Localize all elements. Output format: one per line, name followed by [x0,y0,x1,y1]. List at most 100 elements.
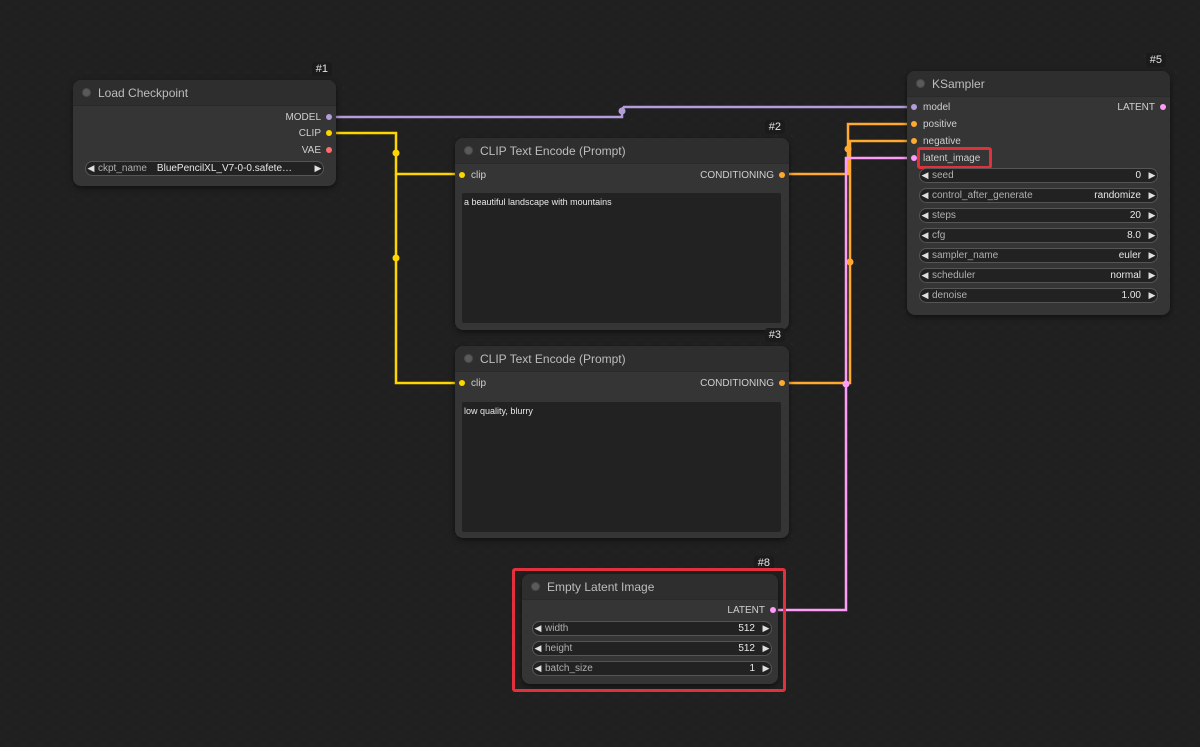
left-arrow-icon[interactable]: ◀ [921,250,929,260]
widget-label: scheduler [932,270,976,281]
node-title: Empty Latent Image [547,579,655,594]
circle-icon[interactable] [465,355,472,362]
output-latent[interactable]: LATENT [1117,100,1166,114]
left-arrow-icon[interactable]: ◀ [921,170,929,180]
left-arrow-icon[interactable]: ◀ [87,163,95,173]
node-ksampler[interactable]: #5 KSampler model LATENT positive negati… [907,53,1170,315]
right-arrow-icon[interactable]: ▶ [762,643,770,653]
circle-icon[interactable] [465,147,472,154]
widget-width[interactable]: ◀ width 512 ▶ [532,621,772,636]
widget-denoise[interactable]: ◀ denoise 1.00 ▶ [919,288,1158,303]
right-arrow-icon[interactable]: ▶ [1148,230,1156,240]
right-arrow-icon[interactable]: ▶ [1148,190,1156,200]
node-empty-latent-image[interactable]: #8 Empty Latent Image LATENT ◀ width 512… [522,556,778,684]
input-dot[interactable] [911,121,917,127]
widget-steps[interactable]: ◀ steps 20 ▶ [919,208,1158,223]
node-header[interactable]: Load Checkpoint [73,80,336,106]
node-load-checkpoint[interactable]: #1 Load Checkpoint MODEL CLIP VAE ◀ ckpt… [73,62,336,186]
output-conditioning[interactable]: CONDITIONING [700,168,785,182]
right-arrow-icon[interactable]: ▶ [762,663,770,673]
right-arrow-icon[interactable]: ▶ [1148,250,1156,260]
widget-control-after-generate[interactable]: ◀ control_after_generate randomize ▶ [919,188,1158,203]
node-title: Load Checkpoint [98,85,189,100]
node-header[interactable]: CLIP Text Encode (Prompt) [455,346,789,372]
input-model[interactable]: model [911,100,950,114]
circle-icon[interactable] [532,583,539,590]
left-arrow-icon[interactable]: ◀ [921,210,929,220]
input-dot[interactable] [459,172,465,178]
widget-value: 1.00 [1121,290,1141,301]
prompt-textarea[interactable]: a beautiful landscape with mountains [462,193,781,323]
output-label: VAE [301,144,321,156]
widget-value: 8.0 [1127,230,1141,241]
widget-label: denoise [932,290,968,301]
left-arrow-icon[interactable]: ◀ [534,623,542,633]
right-arrow-icon[interactable]: ▶ [1148,290,1156,300]
output-dot[interactable] [326,114,332,120]
right-arrow-icon[interactable]: ▶ [1148,210,1156,220]
output-clip[interactable]: CLIP [299,126,332,140]
circle-icon[interactable] [917,80,924,87]
node-title: CLIP Text Encode (Prompt) [480,351,626,366]
output-dot[interactable] [1160,104,1166,110]
widget-sampler-name[interactable]: ◀ sampler_name euler ▶ [919,248,1158,263]
input-negative[interactable]: negative [911,134,961,148]
output-latent[interactable]: LATENT [727,603,776,617]
node-id-badge: #2 [764,120,785,134]
input-clip[interactable]: clip [459,376,486,390]
ckpt-name-combo[interactable]: ◀ ckpt_name BluePencilXL_V7-0-0.safete… … [85,161,324,176]
latent-image-highlight [917,147,992,169]
output-dot[interactable] [779,172,785,178]
input-label: model [923,101,951,113]
widget-seed[interactable]: ◀ seed 0 ▶ [919,168,1158,183]
right-arrow-icon[interactable]: ▶ [314,163,322,173]
input-dot[interactable] [911,155,917,161]
output-label: CLIP [298,127,321,139]
node-clip-text-encode-positive[interactable]: #2 CLIP Text Encode (Prompt) clip CONDIT… [455,120,789,330]
widget-label: cfg [932,230,946,241]
node-clip-text-encode-negative[interactable]: #3 CLIP Text Encode (Prompt) clip CONDIT… [455,328,789,538]
input-dot[interactable] [911,138,917,144]
widget-label: height [545,643,573,654]
right-arrow-icon[interactable]: ▶ [1148,270,1156,280]
output-model[interactable]: MODEL [285,110,332,124]
output-vae[interactable]: VAE [302,143,332,157]
output-dot[interactable] [779,380,785,386]
widget-value: 512 [738,643,755,654]
widget-batch-size[interactable]: ◀ batch_size 1 ▶ [532,661,772,676]
node-id-badge: #8 [753,556,774,570]
left-arrow-icon[interactable]: ◀ [921,270,929,280]
circle-icon[interactable] [83,89,90,96]
output-dot[interactable] [326,147,332,153]
node-title: CLIP Text Encode (Prompt) [480,143,626,158]
input-dot[interactable] [459,380,465,386]
input-latent-image[interactable]: latent_image [911,151,980,165]
input-label: positive [923,118,957,130]
input-dot[interactable] [911,104,917,110]
output-dot[interactable] [770,607,776,613]
widget-label: width [545,623,569,634]
node-header[interactable]: Empty Latent Image [522,574,778,600]
widget-scheduler[interactable]: ◀ scheduler normal ▶ [919,268,1158,283]
widget-label: ckpt_name [98,163,147,174]
left-arrow-icon[interactable]: ◀ [921,190,929,200]
input-label: latent_image [923,152,981,164]
widget-cfg[interactable]: ◀ cfg 8.0 ▶ [919,228,1158,243]
left-arrow-icon[interactable]: ◀ [921,290,929,300]
right-arrow-icon[interactable]: ▶ [762,623,770,633]
prompt-textarea[interactable]: low quality, blurry [462,402,781,532]
node-id-badge: #5 [1145,53,1166,67]
left-arrow-icon[interactable]: ◀ [921,230,929,240]
output-dot[interactable] [326,130,332,136]
widget-height[interactable]: ◀ height 512 ▶ [532,641,772,656]
node-header[interactable]: CLIP Text Encode (Prompt) [455,138,789,164]
left-arrow-icon[interactable]: ◀ [534,643,542,653]
right-arrow-icon[interactable]: ▶ [1148,170,1156,180]
node-header[interactable]: KSampler [907,71,1170,97]
left-arrow-icon[interactable]: ◀ [534,663,542,673]
widget-value: BluePencilXL_V7-0-0.safete… [156,163,292,174]
input-positive[interactable]: positive [911,117,957,131]
output-conditioning[interactable]: CONDITIONING [700,376,785,390]
widget-value: 0 [1135,170,1141,181]
input-clip[interactable]: clip [459,168,486,182]
